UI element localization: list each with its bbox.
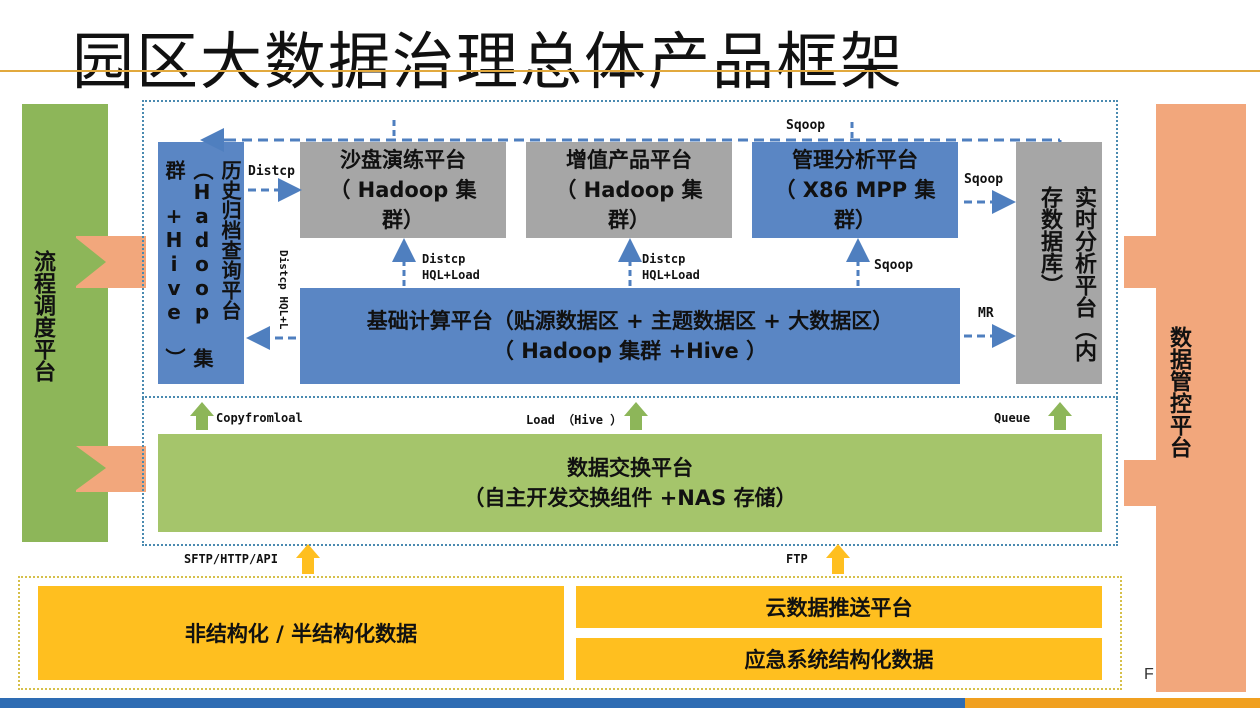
exchange-layer-container (142, 398, 1118, 546)
compute-layer-container (142, 100, 1118, 398)
cloud-push-platform: 云数据推送平台 (576, 586, 1102, 628)
data-governance-platform (1156, 104, 1246, 692)
sandbox-line-3: 群） (382, 208, 424, 232)
mr-label: MR (978, 306, 994, 321)
page-title: 园区大数据治理总体产品框架 (72, 25, 905, 98)
left-arrow-bottom (76, 446, 106, 490)
source-layer-container (18, 576, 1122, 690)
sftp-up-arrow (296, 544, 320, 574)
distcp-left-label: Distcp (248, 164, 295, 179)
realtime-analysis-label: 实时分析平台（内存数据库） (1037, 186, 1096, 362)
valueadd-line-2: （ Hadoop 集 (555, 178, 703, 202)
sqoop-right-label: Sqoop (964, 172, 1004, 187)
footer-bar-orange (965, 698, 1260, 708)
distcp-hql-2-line1: Distcp (642, 252, 686, 266)
data-exchange-platform: 数据交换平台 （自主开发交换组件 +NAS 存储） (158, 434, 1102, 532)
archive-query-platform (158, 142, 244, 384)
base-computing-platform: 基础计算平台（贴源数据区 + 主题数据区 + 大数据区） （ Hadoop 集群… (300, 288, 960, 384)
right-connector-top (1124, 236, 1164, 288)
sandbox-platform: 沙盘演练平台 （ Hadoop 集 群） (300, 142, 506, 238)
value-added-platform: 增值产品平台 （ Hadoop 集 群） (526, 142, 732, 238)
base-line-1: 基础计算平台（贴源数据区 + 主题数据区 + 大数据区） (366, 309, 894, 333)
queue-label: Queue (994, 411, 1031, 425)
sandbox-line-2: （ Hadoop 集 (329, 178, 477, 202)
title-underline (0, 70, 1260, 72)
valueadd-line-1: 增值产品平台 (566, 148, 692, 172)
sqoop-top-label: Sqoop (786, 118, 826, 133)
distcp-hql-2-line2: HQL+Load (642, 268, 700, 282)
sqoop-mid-label: Sqoop (874, 258, 914, 273)
exchange-line-1: 数据交换平台 (567, 456, 693, 480)
exchange-line-2: （自主开发交换组件 +NAS 存储） (463, 486, 797, 510)
realtime-analysis-platform (1016, 142, 1102, 384)
distcp-hql-1-line2: HQL+Load (422, 268, 480, 282)
page-marker: F (1144, 666, 1154, 683)
footer-bar-blue (0, 698, 965, 708)
valueadd-line-3: 群） (608, 208, 650, 232)
right-connector-bottom (1124, 460, 1164, 506)
sandbox-line-1: 沙盘演练平台 (340, 148, 466, 172)
load-hive-label: Load （Hive ） (526, 413, 623, 427)
emergency-structured-data: 应急系统结构化数据 (576, 638, 1102, 680)
ftp-label: FTP (786, 552, 808, 566)
copyfrom-label: Copyfromloal (216, 411, 303, 425)
archive-query-label: 历史归档查询平台（Hadoop 集群 +Hive ） (162, 160, 242, 368)
ftp-up-arrow (826, 544, 850, 574)
mgmt-line-3: 群） (834, 208, 876, 232)
process-scheduling-label: 流程调度平台 (30, 250, 55, 382)
mgmt-line-2: （ X86 MPP 集 (774, 178, 936, 202)
data-governance-label: 数据管控平台 (1166, 326, 1191, 458)
unstructured-data: 非结构化 / 半结构化数据 (38, 586, 564, 680)
sftp-label: SFTP/HTTP/API (184, 552, 278, 566)
management-analysis-platform: 管理分析平台 （ X86 MPP 集 群） (752, 142, 958, 238)
distcp-hql-1-line1: Distcp (422, 252, 466, 266)
left-arrow-top (76, 238, 106, 286)
distcp-hql-vertical-label: Distcp HQL+Load (277, 250, 290, 330)
mgmt-line-1: 管理分析平台 (792, 148, 918, 172)
base-line-2: （ Hadoop 集群 +Hive ） (492, 339, 768, 363)
